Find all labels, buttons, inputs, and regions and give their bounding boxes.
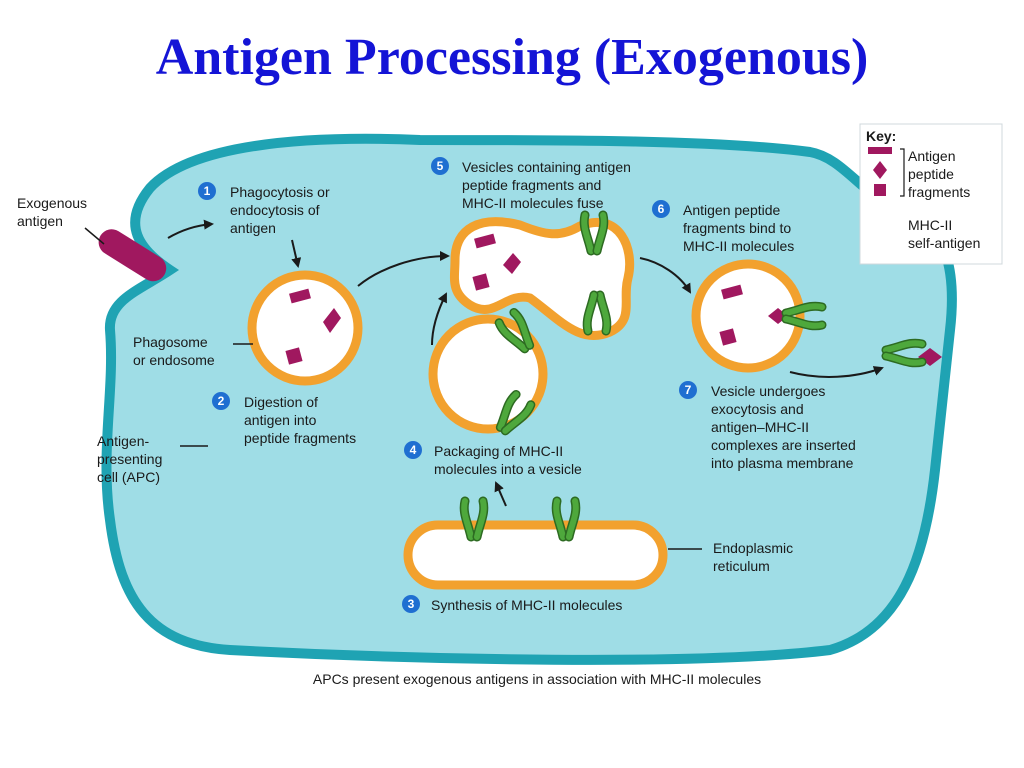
step-number: 6 — [658, 202, 665, 216]
step-number: 1 — [204, 184, 211, 198]
step-text: Vesicles containing antigen peptide frag… — [462, 159, 635, 211]
step-4: 4 Packaging of MHC-II molecules into a v… — [404, 441, 582, 477]
key-mhc-label: MHC-II self-antigen — [908, 217, 980, 251]
step-badge — [679, 381, 697, 399]
mhc-ii-icon — [881, 338, 927, 368]
step-text: Packaging of MHC-II molecules into a ves… — [434, 443, 582, 477]
mhc-ii-icon — [495, 389, 536, 436]
label-apc: Antigen- presenting cell (APC) — [97, 433, 166, 485]
mhc-ii-icon — [582, 290, 612, 336]
arrow-fusion-to-binding — [639, 257, 692, 294]
step-number: 3 — [408, 597, 415, 611]
antigen-fragment-icon — [289, 288, 311, 304]
arrow-exocytosis — [789, 366, 884, 378]
step-badge — [212, 392, 230, 410]
step-badge — [404, 441, 422, 459]
key-antigen-square-icon — [874, 184, 886, 196]
label-er: Endoplasmic reticulum — [713, 540, 797, 574]
step-badge — [402, 595, 420, 613]
arrow-phagosome-to-fusion — [357, 251, 450, 287]
step-number: 5 — [437, 159, 444, 173]
step-number: 7 — [685, 383, 692, 397]
page-title: Antigen Processing (Exogenous) — [156, 29, 869, 86]
key-title: Key: — [866, 128, 896, 144]
mhc-ii-icon — [781, 301, 827, 331]
step-badge — [431, 157, 449, 175]
phagosome-vesicle — [247, 270, 363, 386]
label-phagosome: Phagosome or endosome — [133, 334, 215, 368]
step-2: 2 Digestion of antigen into peptide frag… — [212, 392, 356, 446]
step-text: Antigen peptide fragments bind to MHC-II… — [683, 202, 795, 254]
key-bracket — [900, 148, 905, 197]
mhc-ii-icon — [494, 307, 535, 354]
arrow-antigen-entry — [167, 219, 214, 239]
antigen-fragment-icon — [472, 273, 490, 291]
antigen-fragment-icon — [721, 284, 743, 300]
key-antigen-label: Antigen peptide fragments — [908, 148, 970, 200]
exogenous-antigen-shape — [98, 229, 167, 282]
mhc-ii-icon — [579, 210, 609, 256]
antigen-fragment-icon — [503, 253, 521, 274]
arrow-er-to-vesicle — [494, 481, 507, 507]
mhc-ii-icon — [459, 496, 489, 542]
step-3: 3 Synthesis of MHC-II molecules — [402, 595, 622, 613]
key-antigen-diamond-icon — [873, 161, 887, 179]
step-6: 6 Antigen peptide fragments bind to MHC-… — [652, 200, 795, 254]
step-number: 2 — [218, 394, 225, 408]
step-text: Vesicle undergoes exocytosis and antigen… — [711, 383, 860, 471]
arrow-step1-to-phagosome — [291, 239, 302, 268]
step-5: 5 Vesicles containing antigen peptide fr… — [431, 157, 635, 211]
antigen-fragment-icon — [323, 308, 341, 333]
label-exogenous-antigen: Exogenous antigen — [17, 195, 91, 229]
step-number: 4 — [410, 443, 417, 457]
antigen-fragment-icon — [285, 347, 303, 365]
arrow-vesicle-to-fusion — [431, 292, 447, 346]
endoplasmic-reticulum — [403, 520, 668, 590]
step-text: Digestion of antigen into peptide fragme… — [244, 394, 356, 446]
antigen-fragment-icon — [719, 328, 737, 346]
step-7: 7 Vesicle undergoes exocytosis and antig… — [679, 381, 860, 471]
step-text: Phagocytosis or endocytosis of antigen — [230, 184, 334, 236]
antigen-fragment-icon — [474, 233, 496, 249]
key-antigen-bar-icon — [868, 147, 892, 154]
step-badge — [652, 200, 670, 218]
mhc-ii-icon — [551, 496, 581, 542]
legend-key: Key: Antigen peptide fragments MHC-II se… — [859, 123, 1003, 265]
step-badge — [198, 182, 216, 200]
fused-vesicle — [449, 217, 635, 341]
step-text: Synthesis of MHC-II molecules — [431, 597, 622, 613]
figure-caption: APCs present exogenous antigens in assoc… — [313, 671, 761, 687]
pointer-exogenous-antigen — [84, 227, 105, 245]
step-1: 1 Phagocytosis or endocytosis of antigen — [198, 182, 334, 236]
